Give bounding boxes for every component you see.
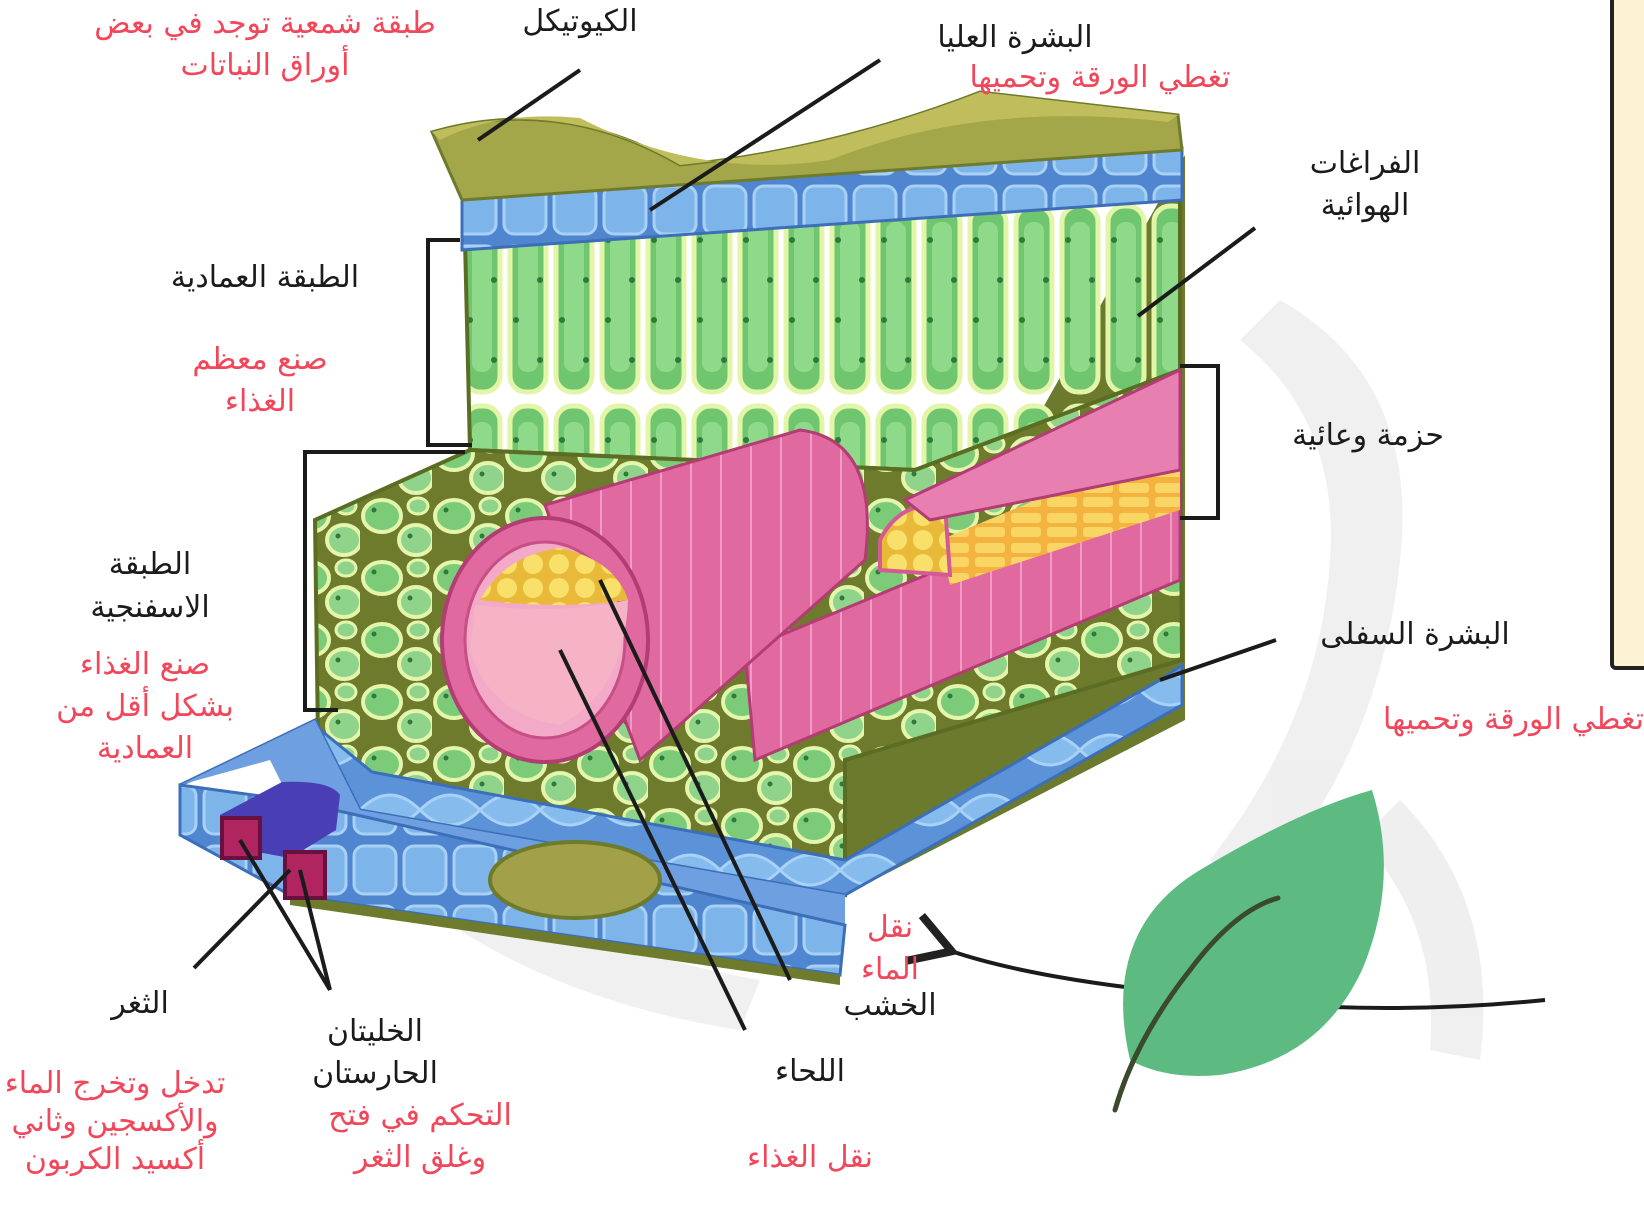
cuticle-name: الكيوتيكل	[500, 2, 660, 42]
spongy-desc-line2: بشكل أقل من	[30, 687, 260, 727]
palisade-desc-line2: الغذاء	[150, 382, 370, 422]
frame-box	[1612, 0, 1644, 668]
air-spaces-line2: الهوائية	[1290, 186, 1440, 226]
vascular-bundle-name: حزمة وعائية	[1268, 416, 1468, 456]
spongy-desc-line1: صنع الغذاء	[30, 645, 260, 685]
stoma-name: الثغر	[80, 984, 200, 1024]
spongy-name-line2: الاسفنجية	[60, 588, 240, 628]
stoma-desc-line1: تدخل وتخرج الماء	[0, 1064, 230, 1104]
guard-cells-desc-line2: وغلق الثغر	[300, 1138, 540, 1178]
upper-epidermis-name: البشرة العليا	[900, 18, 1130, 58]
guard-cells-desc-line1: التحكم في فتح	[300, 1096, 540, 1136]
stoma-leader	[194, 870, 290, 968]
spongy-desc-line3: العمادية	[30, 729, 260, 769]
stoma-desc-line3: أكسيد الكربون	[0, 1140, 230, 1180]
phloem-desc: نقل الغذاء	[720, 1138, 900, 1178]
guard-cells-name-line1: الخليتان	[290, 1012, 460, 1052]
air-spaces-line1: الفراغات	[1290, 144, 1440, 184]
vascular-bracket	[1180, 366, 1218, 518]
stoma-opening	[490, 842, 660, 918]
guard-cells-name-line2: الحارستان	[290, 1054, 460, 1094]
leaf-block	[180, 92, 1185, 985]
palisade-desc-line1: صنع معظم	[150, 340, 370, 380]
xylem-name: الخشب	[820, 986, 960, 1026]
cuticle-desc-line1: طبقة شمعية توجد في بعض	[40, 4, 490, 44]
palisade-name: الطبقة العمادية	[140, 258, 390, 298]
xylem-desc-line1: نقل	[840, 908, 940, 948]
lower-epidermis-name: البشرة السفلى	[1295, 615, 1535, 655]
stoma-desc-line2: والأكسجين وثاني	[0, 1102, 230, 1142]
lower-epidermis-desc: تغطي الورقة وتحميها	[1250, 700, 1644, 740]
upper-epidermis-desc: تغطي الورقة وتحميها	[930, 58, 1270, 98]
phloem-name: اللحاء	[740, 1052, 880, 1092]
cuticle-desc-line2: أوراق النباتات	[40, 46, 490, 86]
xylem-desc-line2: الماء	[840, 950, 940, 990]
spongy-name-line1: الطبقة	[60, 545, 240, 585]
